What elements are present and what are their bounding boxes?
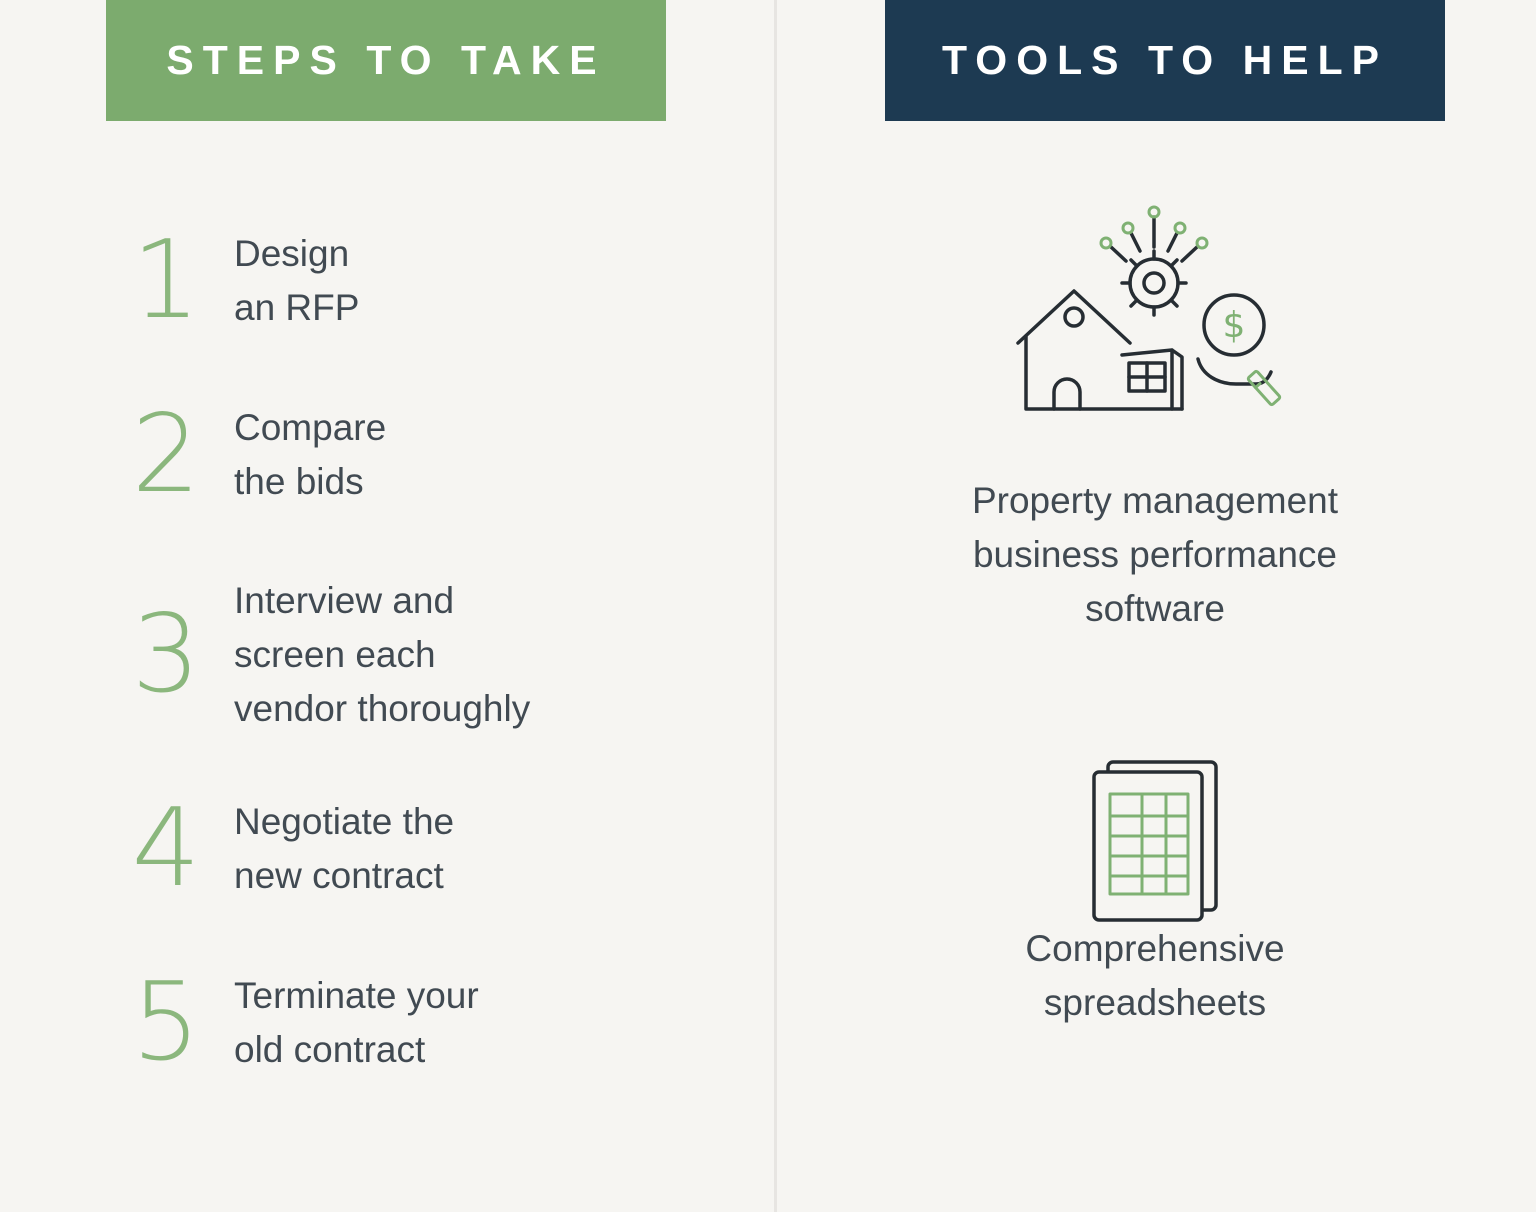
step-line: screen each xyxy=(234,634,436,675)
step-line: an RFP xyxy=(234,287,360,328)
step-text: Design an RFP xyxy=(234,227,359,335)
tool-caption-spreadsheets: Comprehensive spreadsheets xyxy=(875,922,1435,1030)
house-icon xyxy=(1016,289,1184,411)
dollar-sign: $ xyxy=(1223,305,1246,346)
tool-caption-software: Property management business performance… xyxy=(875,474,1435,636)
caption-line: Comprehensive xyxy=(1025,928,1285,969)
tools-header: TOOLS TO HELP xyxy=(885,0,1445,121)
step-item-4: 4 Negotiate the new contract xyxy=(118,795,454,903)
step-number: 5 xyxy=(131,960,201,1085)
step-line: Terminate your xyxy=(234,975,479,1016)
property-management-software-icon: $ xyxy=(1016,205,1282,411)
step-line: Negotiate the xyxy=(234,801,455,842)
step-line: vendor thoroughly xyxy=(234,688,531,729)
step-text: Interview and screen each vendor thoroug… xyxy=(234,574,530,736)
step-line: Design xyxy=(234,233,350,274)
step-number: 4 xyxy=(131,786,201,911)
steps-header-label: STEPS TO TAKE xyxy=(166,37,606,83)
step-text: Compare the bids xyxy=(234,401,386,509)
step-line: old contract xyxy=(234,1029,426,1070)
step-line: new contract xyxy=(234,855,444,896)
step-item-1: 1 Design an RFP xyxy=(118,218,360,343)
caption-line: business performance xyxy=(972,534,1338,575)
circuit-lines xyxy=(1109,215,1199,263)
gear-icon xyxy=(1120,249,1188,317)
caption-line: Property management xyxy=(971,480,1339,521)
step-number: 3 xyxy=(131,592,201,717)
step-number: 1 xyxy=(131,218,201,343)
caption-line: software xyxy=(1085,588,1225,629)
step-number: 2 xyxy=(131,392,201,517)
steps-header: STEPS TO TAKE xyxy=(106,0,666,121)
spreadsheet-grid xyxy=(1108,792,1190,896)
step-text: Terminate your old contract xyxy=(234,969,479,1077)
step-text: Negotiate the new contract xyxy=(234,795,454,903)
step-item-2: 2 Compare the bids xyxy=(118,392,387,517)
caption-line: spreadsheets xyxy=(1043,982,1267,1023)
step-line: the bids xyxy=(234,461,364,502)
circuit-dots xyxy=(1099,205,1209,250)
column-divider xyxy=(774,0,777,1212)
step-line: Compare xyxy=(234,407,387,448)
step-item-3: 3 Interview and screen each vendor thoro… xyxy=(118,574,531,736)
spreadsheet-icon xyxy=(1092,760,1218,922)
tools-header-label: TOOLS TO HELP xyxy=(941,37,1389,83)
front-page xyxy=(1092,770,1204,922)
dollar-hand-icon: $ xyxy=(1196,293,1282,407)
step-line: Interview and xyxy=(234,580,455,621)
ruler-icon xyxy=(1246,369,1282,407)
step-item-5: 5 Terminate your old contract xyxy=(118,969,479,1077)
